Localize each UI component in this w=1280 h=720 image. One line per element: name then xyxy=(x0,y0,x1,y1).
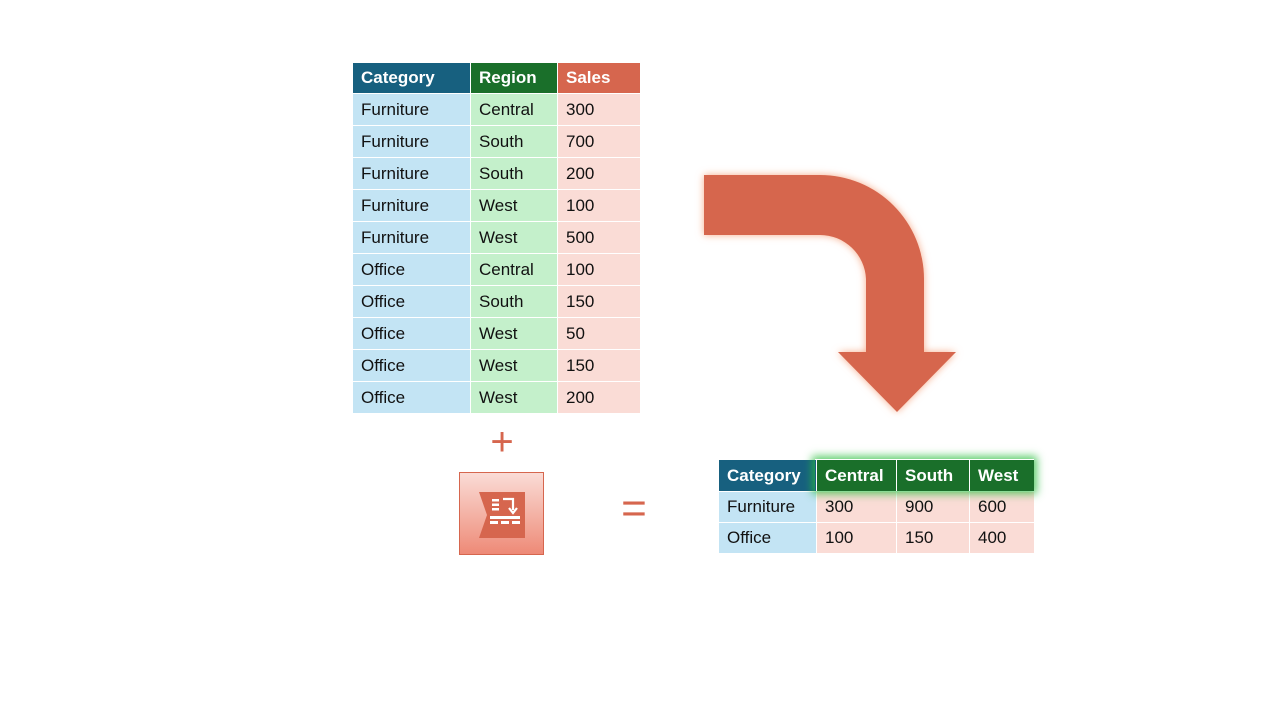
table-row: Office West 200 xyxy=(352,381,641,414)
curved-arrow-icon xyxy=(690,162,980,437)
source-cell-region: South xyxy=(470,285,558,318)
source-cell-category: Office xyxy=(352,285,471,318)
result-cell-category: Furniture xyxy=(718,491,817,523)
result-table: Category Central South West Furniture 30… xyxy=(718,459,1035,554)
table-row: Furniture West 100 xyxy=(352,189,641,222)
source-header-category: Category xyxy=(352,62,471,94)
table-row: Furniture South 200 xyxy=(352,157,641,190)
source-cell-category: Furniture xyxy=(352,157,471,190)
source-cell-region: South xyxy=(470,125,558,158)
source-cell-category: Office xyxy=(352,381,471,414)
result-cell-central: 100 xyxy=(816,522,897,554)
source-cell-region: West xyxy=(470,317,558,350)
result-cell-south: 900 xyxy=(896,491,970,523)
result-header-west: West xyxy=(969,459,1035,492)
table-row: Furniture West 500 xyxy=(352,221,641,254)
source-cell-region: West xyxy=(470,221,558,254)
source-cell-region: West xyxy=(470,381,558,414)
source-cell-region: West xyxy=(470,349,558,382)
result-table-container: Category Central South West Furniture 30… xyxy=(718,459,1035,554)
table-row: Furniture Central 300 xyxy=(352,93,641,126)
result-cell-category: Office xyxy=(718,522,817,554)
table-row: Office South 150 xyxy=(352,285,641,318)
source-cell-sales: 500 xyxy=(557,221,641,254)
source-cell-sales: 200 xyxy=(557,381,641,414)
source-cell-category: Office xyxy=(352,253,471,286)
source-header-region: Region xyxy=(470,62,558,94)
table-row: Office West 150 xyxy=(352,349,641,382)
source-cell-region: West xyxy=(470,189,558,222)
source-cell-category: Furniture xyxy=(352,221,471,254)
source-cell-category: Furniture xyxy=(352,189,471,222)
source-header-row: Category Region Sales xyxy=(352,62,641,94)
source-cell-sales: 100 xyxy=(557,253,641,286)
source-cell-sales: 50 xyxy=(557,317,641,350)
source-cell-sales: 300 xyxy=(557,93,641,126)
source-cell-sales: 150 xyxy=(557,349,641,382)
result-header-row: Category Central South West xyxy=(718,459,1035,492)
result-header-central: Central xyxy=(816,459,897,492)
plus-sign: + xyxy=(490,420,514,464)
equals-sign: = xyxy=(621,484,647,533)
source-cell-region: Central xyxy=(470,93,558,126)
table-row: Furniture 300 900 600 xyxy=(718,491,1035,523)
result-cell-central: 300 xyxy=(816,491,897,523)
pivot-tool-icon xyxy=(459,472,544,555)
table-row: Office West 50 xyxy=(352,317,641,350)
table-row: Furniture South 700 xyxy=(352,125,641,158)
source-cell-sales: 200 xyxy=(557,157,641,190)
result-cell-south: 150 xyxy=(896,522,970,554)
result-cell-west: 400 xyxy=(969,522,1035,554)
source-table: Category Region Sales Furniture Central … xyxy=(352,62,641,414)
source-cell-category: Furniture xyxy=(352,93,471,126)
source-cell-sales: 700 xyxy=(557,125,641,158)
source-header-sales: Sales xyxy=(557,62,641,94)
source-cell-sales: 150 xyxy=(557,285,641,318)
source-cell-sales: 100 xyxy=(557,189,641,222)
source-cell-region: South xyxy=(470,157,558,190)
source-cell-category: Office xyxy=(352,349,471,382)
result-cell-west: 600 xyxy=(969,491,1035,523)
source-cell-region: Central xyxy=(470,253,558,286)
source-cell-category: Furniture xyxy=(352,125,471,158)
result-header-category: Category xyxy=(718,459,817,492)
result-header-south: South xyxy=(896,459,970,492)
source-cell-category: Office xyxy=(352,317,471,350)
table-row: Office 100 150 400 xyxy=(718,522,1035,554)
table-row: Office Central 100 xyxy=(352,253,641,286)
